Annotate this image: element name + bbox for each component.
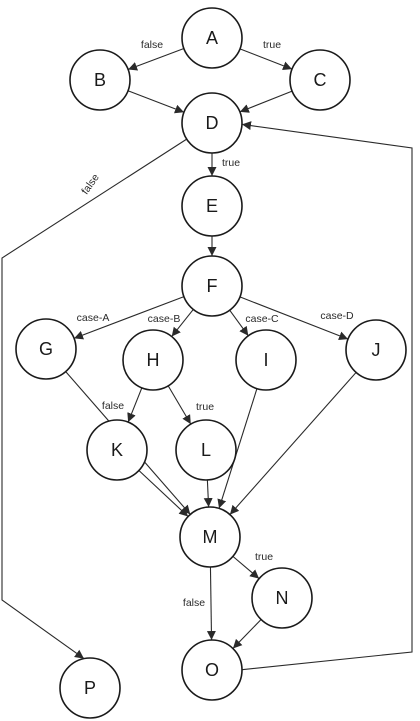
edge-n-o xyxy=(232,619,262,649)
edge-label-f-i: case-C xyxy=(245,313,279,325)
node-label-h: H xyxy=(147,350,160,370)
node-circle-c xyxy=(289,49,351,111)
node-label-o: O xyxy=(205,660,219,680)
edge-o-d xyxy=(241,121,413,671)
edge-m-n xyxy=(232,555,260,580)
edge-label-d-e: true xyxy=(222,157,240,169)
edge-j-m xyxy=(229,372,357,515)
edge-f-g xyxy=(73,296,185,340)
node-circle-m xyxy=(179,506,241,568)
node-circle-l xyxy=(175,419,237,481)
node-circle-g xyxy=(15,318,77,380)
edge-f-i xyxy=(229,309,249,337)
edge-a-b xyxy=(127,48,185,71)
edge-b-d xyxy=(127,90,185,114)
edge-f-h xyxy=(171,309,194,337)
edge-c-d xyxy=(239,90,293,113)
edge-a-c xyxy=(239,48,293,71)
node-k: K xyxy=(86,419,148,481)
node-label-k: K xyxy=(111,440,123,460)
edge-label-a-c: true xyxy=(263,39,281,51)
node-circle-f xyxy=(181,255,243,317)
node-circle-j xyxy=(345,319,407,381)
edge-label-f-j: case-D xyxy=(320,310,354,322)
edge-label-f-h: case-B xyxy=(148,313,181,325)
edge-label-m-n: true xyxy=(255,551,273,563)
node-circle-k xyxy=(86,419,148,481)
node-b: B xyxy=(69,49,131,111)
node-circle-n xyxy=(251,567,313,629)
node-label-d: D xyxy=(206,113,219,133)
edge-label-h-l: true xyxy=(196,401,214,413)
node-label-c: C xyxy=(314,70,327,90)
node-label-m: M xyxy=(203,527,218,547)
node-l: L xyxy=(175,419,237,481)
node-circle-a xyxy=(181,7,243,69)
edge-f-j xyxy=(239,296,349,341)
node-f: F xyxy=(181,255,243,317)
node-g: G xyxy=(15,318,77,380)
edge-label-f-g: case-A xyxy=(77,312,110,324)
node-label-j: J xyxy=(372,340,381,360)
edge-h-l xyxy=(167,385,192,425)
node-m: M xyxy=(179,506,241,568)
node-label-l: L xyxy=(201,440,211,460)
edge-d-p xyxy=(1,138,187,660)
node-label-b: B xyxy=(94,70,106,90)
edge-label-h-k: false xyxy=(102,400,124,412)
node-label-a: A xyxy=(206,28,218,48)
edge-label-a-b: false xyxy=(141,39,163,51)
nodes-layer: A B C D E F G H I J K L M N O P xyxy=(15,7,407,719)
edge-l-m xyxy=(203,479,213,508)
edge-i-m xyxy=(217,388,258,509)
edge-labels-layer: false true true false case-A case-B case-C case… xyxy=(77,39,354,609)
node-circle-e xyxy=(181,175,243,237)
edge-m-o xyxy=(206,566,216,641)
node-circle-o xyxy=(181,639,243,701)
edge-h-k xyxy=(127,387,143,423)
node-label-e: E xyxy=(206,196,218,216)
edge-label-m-o: false xyxy=(183,597,205,609)
node-e: E xyxy=(181,175,243,237)
node-label-i: I xyxy=(263,350,268,370)
node-circle-h xyxy=(122,329,184,391)
node-p: P xyxy=(59,657,121,719)
node-label-g: G xyxy=(39,339,53,359)
node-circle-d xyxy=(181,92,243,154)
node-circle-p xyxy=(59,657,121,719)
node-d: D xyxy=(181,92,243,154)
node-circle-b xyxy=(69,49,131,111)
node-o: O xyxy=(181,639,243,701)
node-circle-i xyxy=(235,329,297,391)
node-j: J xyxy=(345,319,407,381)
node-n: N xyxy=(251,567,313,629)
node-label-n: N xyxy=(276,588,289,608)
node-c: C xyxy=(289,49,351,111)
node-label-p: P xyxy=(84,678,96,698)
node-label-f: F xyxy=(207,276,218,296)
edge-label-d-p: false xyxy=(79,172,102,197)
node-h: H xyxy=(122,329,184,391)
edge-k-m xyxy=(138,470,189,517)
node-i: I xyxy=(235,329,297,391)
node-a: A xyxy=(181,7,243,69)
